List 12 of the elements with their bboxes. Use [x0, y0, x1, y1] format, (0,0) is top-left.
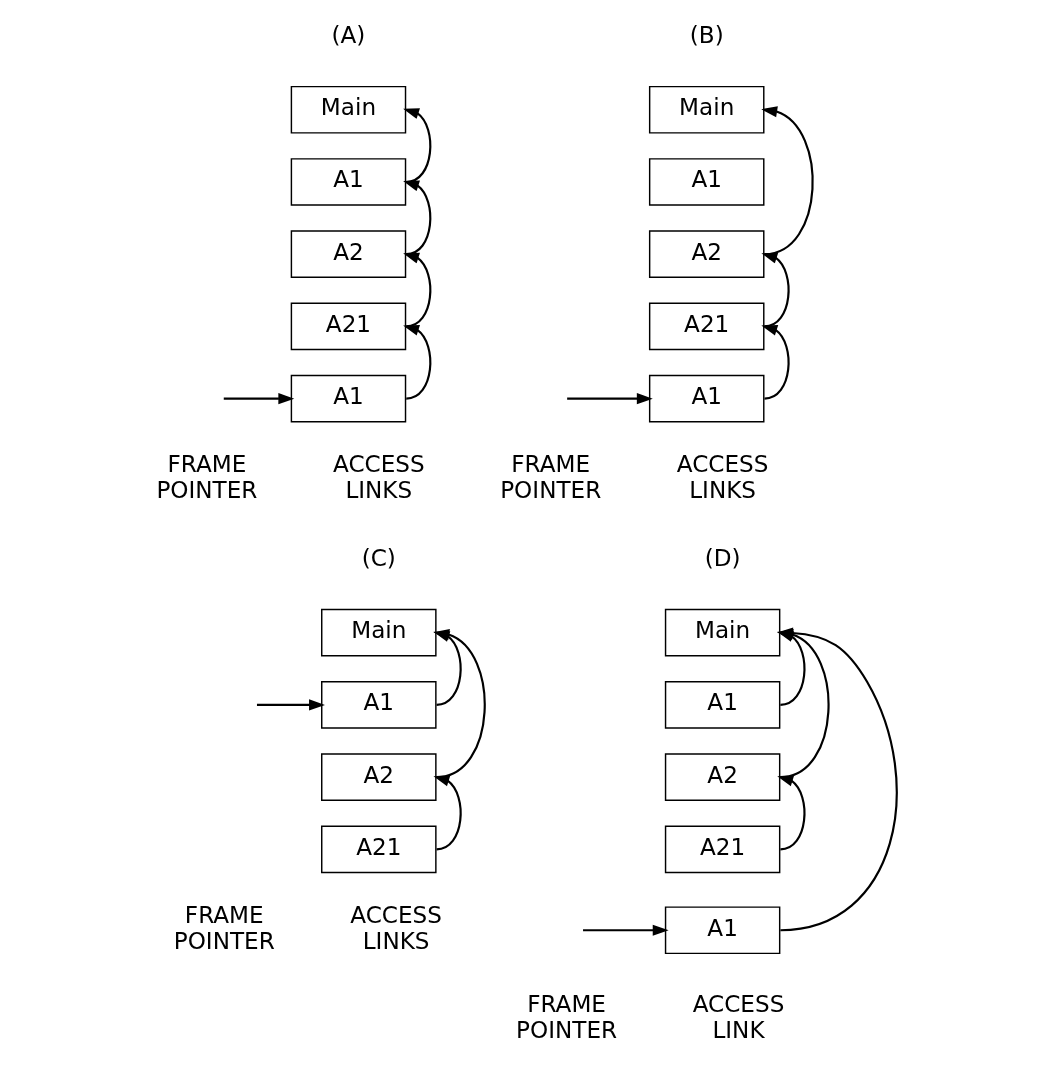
label: (D): [704, 544, 741, 571]
label: ACCESS LINK: [692, 991, 784, 1044]
label: (A): [331, 22, 365, 48]
label: (C): [361, 544, 396, 571]
label: FRAME POINTER: [155, 451, 257, 504]
label: FRAME POINTER: [499, 451, 601, 504]
label: ACCESS LINKS: [332, 451, 425, 504]
label: ACCESS LINKS: [349, 901, 442, 954]
label: (B): [689, 22, 724, 48]
label: FRAME POINTER: [515, 991, 617, 1044]
label: FRAME POINTER: [173, 901, 275, 954]
label: ACCESS LINKS: [676, 451, 768, 504]
